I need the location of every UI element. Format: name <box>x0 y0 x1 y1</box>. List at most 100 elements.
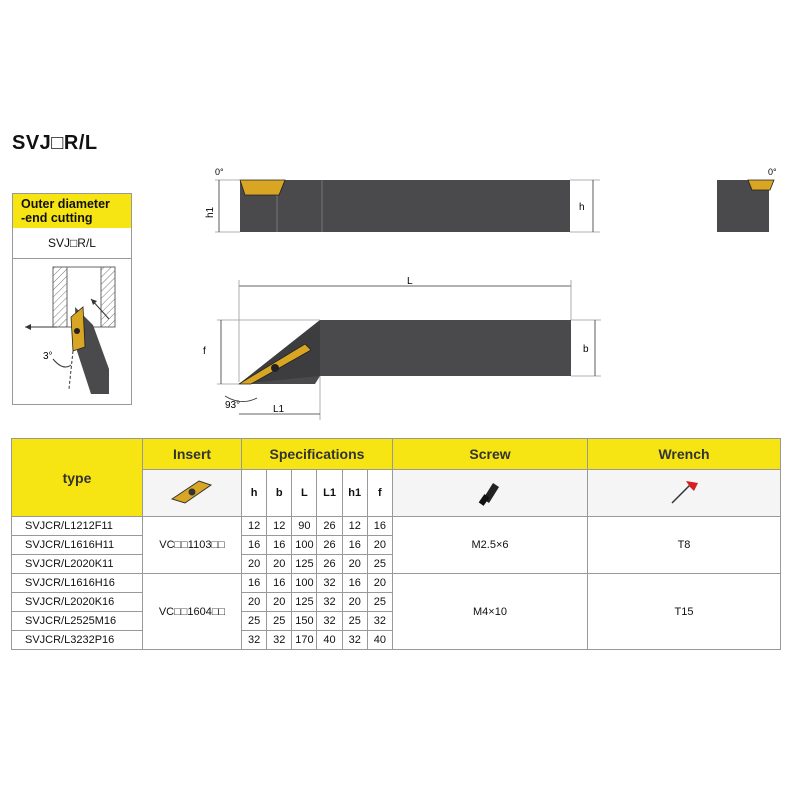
spec-cell-L1: 32 <box>316 592 343 612</box>
type-cell: SVJCR/L1212F11 <box>11 516 143 536</box>
spec-col-h: h <box>240 469 268 517</box>
chip-arrow-head <box>91 299 97 305</box>
spec-cell-h: 20 <box>240 592 268 612</box>
spec-cell-b: 25 <box>266 611 293 631</box>
type-cell: SVJCR/L2020K16 <box>11 592 143 612</box>
insert-top <box>239 179 286 196</box>
wrench-icon <box>671 480 698 504</box>
spec-cell-L1: 32 <box>316 611 343 631</box>
insert-cell: VC□□1604□□ <box>142 573 242 650</box>
col-screw: Screw <box>392 438 588 470</box>
wrench-icon-cell <box>587 469 781 517</box>
insert-screw-hole <box>74 328 80 334</box>
spec-cell-h1: 16 <box>341 535 368 555</box>
spec-cell-h1: 20 <box>341 554 368 574</box>
top-angle-label: 0° <box>215 167 224 177</box>
col-specifications: Specifications <box>241 438 393 470</box>
spec-cell-L: 100 <box>291 573 318 593</box>
angle93-label: 93° <box>225 400 240 411</box>
spec-cell-L1: 26 <box>316 516 343 536</box>
dim-h1: h1 <box>205 206 216 218</box>
spec-cell-b: 12 <box>266 516 293 536</box>
screw-cell: M2.5×6 <box>392 516 588 574</box>
spec-cell-h: 16 <box>240 535 268 555</box>
insert-icon <box>170 479 213 504</box>
spec-cell-b: 20 <box>266 592 293 612</box>
spec-cell-L: 90 <box>291 516 318 536</box>
specifications-table: type Insert Specifications Screw Wrench … <box>11 438 781 650</box>
angle93-arc <box>224 395 258 402</box>
spec-cell-L1: 32 <box>316 573 343 593</box>
dim-b: b <box>583 344 589 355</box>
cutting-type-line1: Outer diameter <box>21 197 110 211</box>
spec-cell-h1: 32 <box>341 630 368 650</box>
plan-body <box>239 320 571 384</box>
insert-icon-cell <box>142 469 242 517</box>
dim-h: h <box>579 202 585 213</box>
angle-guide <box>68 350 74 390</box>
spec-cell-L1: 26 <box>316 554 343 574</box>
spec-cell-L1: 26 <box>316 535 343 555</box>
plan-head <box>239 320 320 384</box>
type-cell: SVJCR/L1616H11 <box>11 535 143 555</box>
spec-cell-L: 170 <box>291 630 318 650</box>
tool-end-view: 0° <box>717 167 777 232</box>
screw-cell: M4×10 <box>392 573 588 650</box>
spec-cell-f: 20 <box>366 535 394 555</box>
type-cell: SVJCR/L2525M16 <box>11 611 143 631</box>
spec-cell-f: 25 <box>366 554 394 574</box>
dim-L: L <box>407 276 413 287</box>
spec-cell-f: 40 <box>366 630 394 650</box>
type-cell: SVJCR/L3232P16 <box>11 630 143 650</box>
spec-cell-L: 125 <box>291 554 318 574</box>
spec-cell-h1: 16 <box>341 573 368 593</box>
spec-col-h1: h1 <box>341 469 368 517</box>
angle-arc <box>52 358 72 368</box>
insert-cell: VC□□1103□□ <box>142 516 242 574</box>
spec-cell-h1: 20 <box>341 592 368 612</box>
col-type: type <box>11 438 143 517</box>
spec-cell-b: 32 <box>266 630 293 650</box>
spec-cell-b: 16 <box>266 573 293 593</box>
spec-cell-b: 20 <box>266 554 293 574</box>
feed-arrow-head <box>25 324 31 330</box>
spec-cell-f: 25 <box>366 592 394 612</box>
col-insert: Insert <box>142 438 242 470</box>
tool-top-view: h1 h 0° <box>205 167 600 233</box>
end-view-insert <box>747 179 775 191</box>
workpiece-wall-left <box>52 266 68 328</box>
cutting-type-header: Outer diameter -end cutting <box>13 194 131 228</box>
cutting-type-code: SVJ□R/L <box>13 228 131 259</box>
type-cell: SVJCR/L2020K11 <box>11 554 143 574</box>
spec-cell-h: 12 <box>240 516 268 536</box>
cutting-type-line2: -end cutting <box>21 211 93 225</box>
side-angle-label: 0° <box>768 167 777 177</box>
dim-L1: L1 <box>273 404 285 415</box>
wrench-cell: T8 <box>587 516 781 574</box>
spec-col-L1: L1 <box>316 469 343 517</box>
spec-cell-h: 25 <box>240 611 268 631</box>
screw-icon-cell <box>392 469 588 517</box>
col-wrench: Wrench <box>587 438 781 470</box>
spec-cell-f: 20 <box>366 573 394 593</box>
screw-icon <box>478 482 499 506</box>
spec-cell-b: 16 <box>266 535 293 555</box>
spec-cell-h1: 12 <box>341 516 368 536</box>
cutting-diagram: 3° <box>25 266 116 394</box>
angle-label: 3° <box>43 351 53 362</box>
spec-col-b: b <box>266 469 293 517</box>
spec-col-f: f <box>366 469 394 517</box>
dim-f: f <box>203 346 206 357</box>
spec-col-L: L <box>291 469 318 517</box>
product-title: SVJ□R/L <box>12 132 98 154</box>
plan-insert-screw <box>271 364 279 372</box>
spec-cell-L: 150 <box>291 611 318 631</box>
spec-cell-h: 20 <box>240 554 268 574</box>
